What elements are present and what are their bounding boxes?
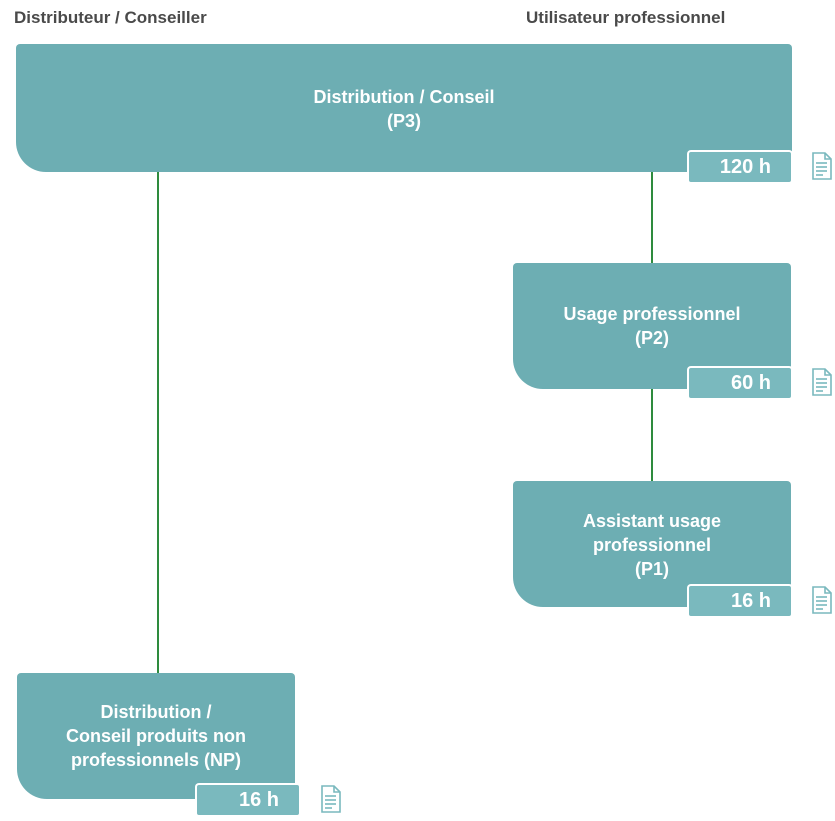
column-header-distributor: Distributeur / Conseiller (14, 8, 207, 27)
node-np-line-3: professionnels (NP) (70, 750, 242, 770)
node-p3-hours-badge: 120 h (689, 152, 791, 182)
connector-p3-to-p2 (651, 170, 653, 265)
connector-p2-to-p1 (651, 388, 653, 482)
node-p3-line-2: (P3) (386, 111, 421, 131)
node-p2-line-2: (P2) (634, 328, 669, 348)
connector-p3-to-np (157, 170, 159, 675)
node-p2-line-1: Usage professionnel (563, 304, 741, 324)
node-p3-line-1: Distribution / Conseil (313, 87, 495, 107)
node-p3-distribution-conseil: Distribution / Conseil (P3) (16, 44, 792, 172)
node-p1-line-2: professionnel (592, 535, 712, 555)
node-p1-hours-badge: 16 h (689, 586, 791, 616)
node-p1-line-3: (P1) (634, 559, 669, 579)
node-np-document-icon[interactable] (320, 785, 342, 813)
node-p2-document-icon[interactable] (811, 368, 833, 396)
node-p2-hours-badge: 60 h (689, 368, 791, 398)
node-np-line-2: Conseil produits non (66, 726, 246, 746)
node-p3-document-icon[interactable] (811, 152, 833, 180)
node-np-conseil-produits-non-professionnels: Distribution / Conseil produits non prof… (17, 673, 295, 799)
node-p1-assistant-usage-professionnel: Assistant usage professionnel (P1) (513, 481, 791, 607)
node-p1-line-1: Assistant usage (582, 511, 722, 531)
node-np-line-1: Distribution / (100, 702, 212, 722)
node-p1-document-icon[interactable] (811, 586, 833, 614)
column-header-professional-user: Utilisateur professionnel (526, 8, 726, 27)
node-np-hours-badge: 16 h (197, 785, 299, 815)
